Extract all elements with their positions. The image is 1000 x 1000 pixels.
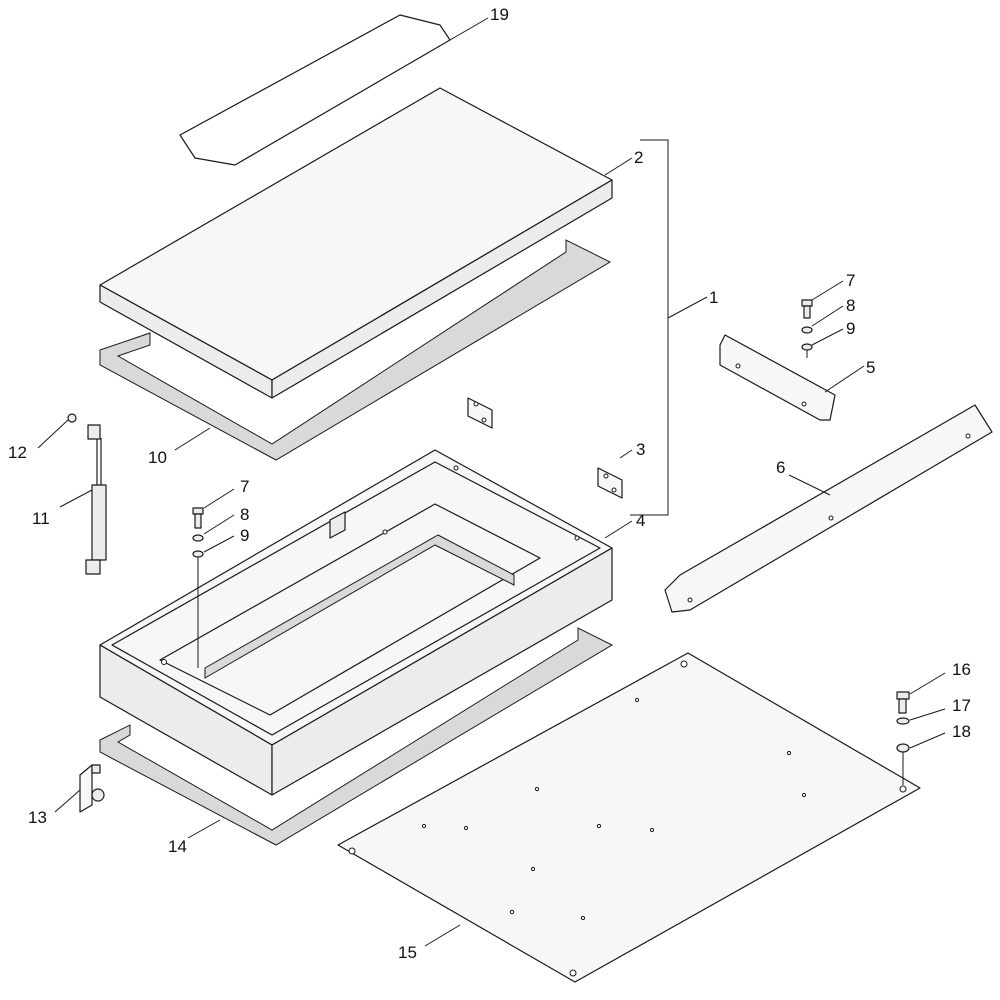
- part-14-bottom-gasket: [99, 627, 614, 846]
- part-2-lid: [99, 87, 613, 399]
- callout-18: 18: [952, 722, 971, 741]
- fastener-set-a: [801, 299, 813, 358]
- callout-10: 10: [148, 448, 167, 467]
- part-15-base-plate: [337, 652, 921, 983]
- callout-2: 2: [634, 148, 643, 167]
- callout-9b: 9: [240, 526, 249, 545]
- part-13-latch: [79, 764, 105, 813]
- part-4-box-body: [99, 449, 613, 796]
- part-3-hinge-upper: [467, 397, 493, 429]
- part-6-long-bracket: [664, 404, 993, 613]
- callout-14: 14: [168, 837, 187, 856]
- callout-7b: 7: [240, 477, 249, 496]
- callout-6: 6: [776, 458, 785, 477]
- part-10-lid-gasket: [99, 239, 612, 461]
- callout-19: 19: [490, 5, 509, 24]
- part-12-ball-stud: [67, 413, 77, 423]
- callout-11: 11: [32, 509, 50, 528]
- leader-lines: [37, 17, 946, 947]
- callout-17: 17: [952, 696, 971, 715]
- part-box-inner-gasket: [204, 534, 515, 679]
- callout-16: 16: [952, 660, 971, 679]
- callout-15: 15: [398, 943, 417, 962]
- leader-group-1: [630, 139, 669, 516]
- fastener-set-b: [192, 507, 204, 668]
- callout-7a: 7: [846, 271, 855, 290]
- callout-1: 1: [709, 288, 718, 307]
- callout-12: 12: [8, 443, 27, 462]
- callout-9a: 9: [846, 319, 855, 338]
- part-3-hinge-lower: [597, 467, 623, 499]
- part-5-short-bracket: [719, 334, 836, 421]
- fastener-set-c: [896, 691, 910, 785]
- callout-4: 4: [636, 511, 645, 530]
- part-11-gas-strut: [85, 424, 107, 575]
- callout-8b: 8: [240, 505, 249, 524]
- callout-5: 5: [866, 358, 875, 377]
- callout-3: 3: [636, 440, 645, 459]
- callout-13: 13: [28, 808, 47, 827]
- callout-8a: 8: [846, 296, 855, 315]
